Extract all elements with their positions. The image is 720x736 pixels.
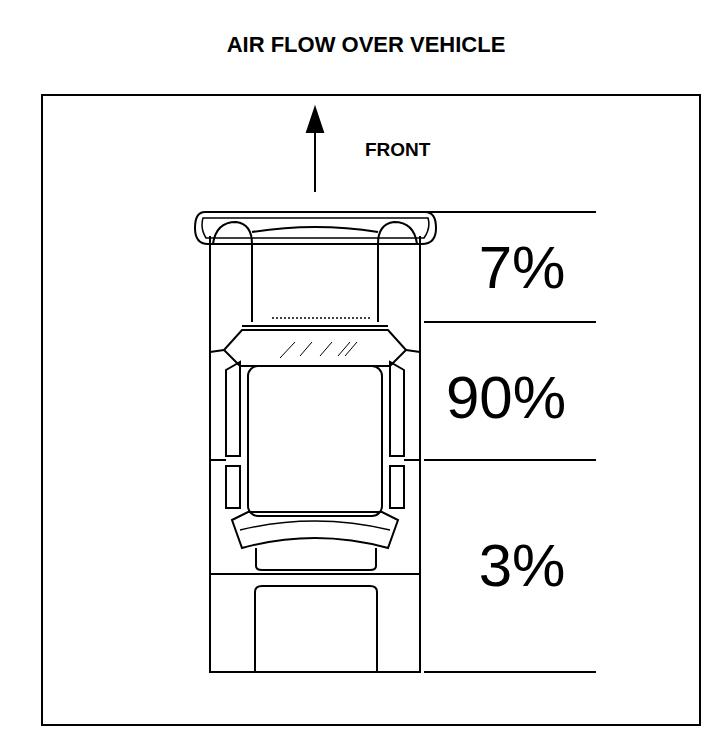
- diagram-title: AIR FLOW OVER VEHICLE: [227, 34, 506, 56]
- airflow-percent: 90%: [446, 368, 566, 428]
- car-top-view: [195, 212, 436, 672]
- frame: [42, 95, 700, 725]
- front-arrow: [314, 128, 316, 192]
- direction-label: FRONT: [365, 140, 430, 159]
- arrow-head: [307, 108, 323, 132]
- zone-lines: [424, 212, 596, 672]
- airflow-percent: 3%: [479, 536, 566, 596]
- airflow-percent: 7%: [479, 238, 566, 298]
